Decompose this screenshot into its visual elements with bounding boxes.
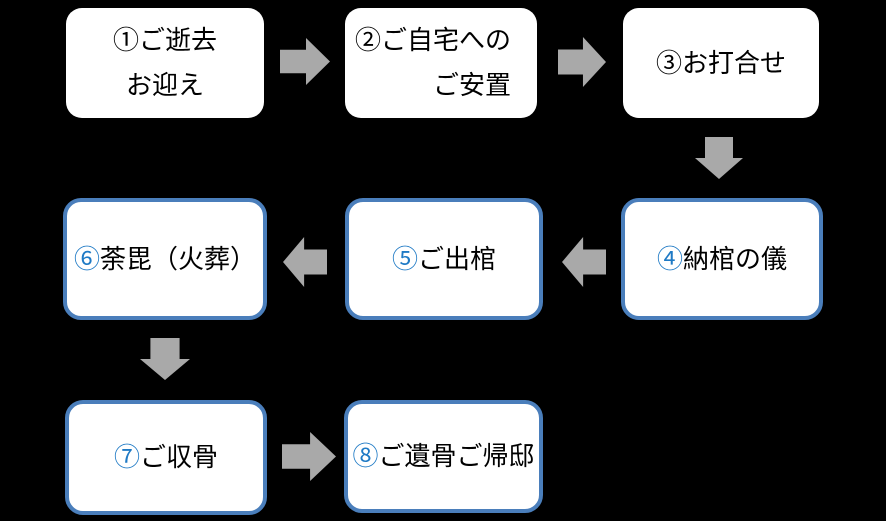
step-1-line-1: ①ご逝去 bbox=[113, 18, 217, 63]
step-6-line-1: ⑥荼毘（火葬） bbox=[74, 237, 256, 282]
step-2-number: ② bbox=[354, 26, 381, 55]
arrow-step5-to-step6-icon bbox=[283, 237, 327, 287]
arrow-step6-to-step7-icon bbox=[140, 338, 190, 380]
arrow-step7-to-step8-icon bbox=[282, 432, 336, 481]
step-5-number: ⑤ bbox=[391, 244, 418, 274]
arrow-step4-to-step5-icon bbox=[562, 237, 606, 287]
step-7-line-1: ⑦ご収骨 bbox=[114, 435, 218, 480]
step-8-title: ご遺骨ご帰邸 bbox=[378, 442, 535, 471]
flow-step-3-box: ③お打合せ bbox=[623, 8, 819, 118]
flow-step-7-box: ⑦ご収骨 bbox=[65, 400, 267, 515]
step-4-line-1: ④納棺の儀 bbox=[657, 237, 787, 282]
step-7-number: ⑦ bbox=[113, 443, 140, 472]
step-5-title: ご出棺 bbox=[418, 244, 497, 274]
step-3-title: お打合せ bbox=[682, 48, 787, 78]
step-4-number: ④ bbox=[656, 244, 683, 274]
step-6-title: 荼毘（火葬） bbox=[100, 244, 257, 274]
step-1-line-2: お迎え bbox=[125, 71, 204, 100]
flow-step-8-box: ⑧ご遺骨ご帰邸 bbox=[344, 400, 543, 513]
step-3-number: ③ bbox=[655, 48, 682, 78]
arrow-step3-to-step4-icon bbox=[695, 137, 743, 179]
step-3-line-1: ③お打合せ bbox=[656, 41, 786, 86]
step-1-title: ご逝去 bbox=[139, 26, 218, 55]
flow-step-2-box: ②ご自宅への ご安置 bbox=[345, 8, 537, 118]
step-2-title: ご自宅への bbox=[380, 26, 511, 55]
step-1-number: ① bbox=[112, 26, 139, 55]
step-5-line-1: ⑤ご出棺 bbox=[392, 237, 496, 282]
step-8-line-1: ⑧ご遺骨ご帰邸 bbox=[352, 434, 534, 479]
step-8-number: ⑧ bbox=[352, 442, 379, 471]
step-7-title: ご収骨 bbox=[140, 443, 219, 472]
step-6-number: ⑥ bbox=[73, 244, 100, 274]
step-2-line-1: ②ご自宅への bbox=[355, 18, 511, 63]
step-2-line-2: ご安置 bbox=[432, 71, 511, 100]
flow-step-4-box: ④納棺の儀 bbox=[621, 198, 823, 320]
arrow-step2-to-step3-icon bbox=[558, 37, 606, 87]
step-4-title: 納棺の儀 bbox=[683, 244, 788, 274]
flow-step-6-box: ⑥荼毘（火葬） bbox=[63, 198, 267, 320]
flow-step-5-box: ⑤ご出棺 bbox=[345, 198, 543, 320]
flow-step-1-box: ①ご逝去 お迎え bbox=[66, 8, 264, 118]
arrow-step1-to-step2-icon bbox=[280, 38, 330, 85]
